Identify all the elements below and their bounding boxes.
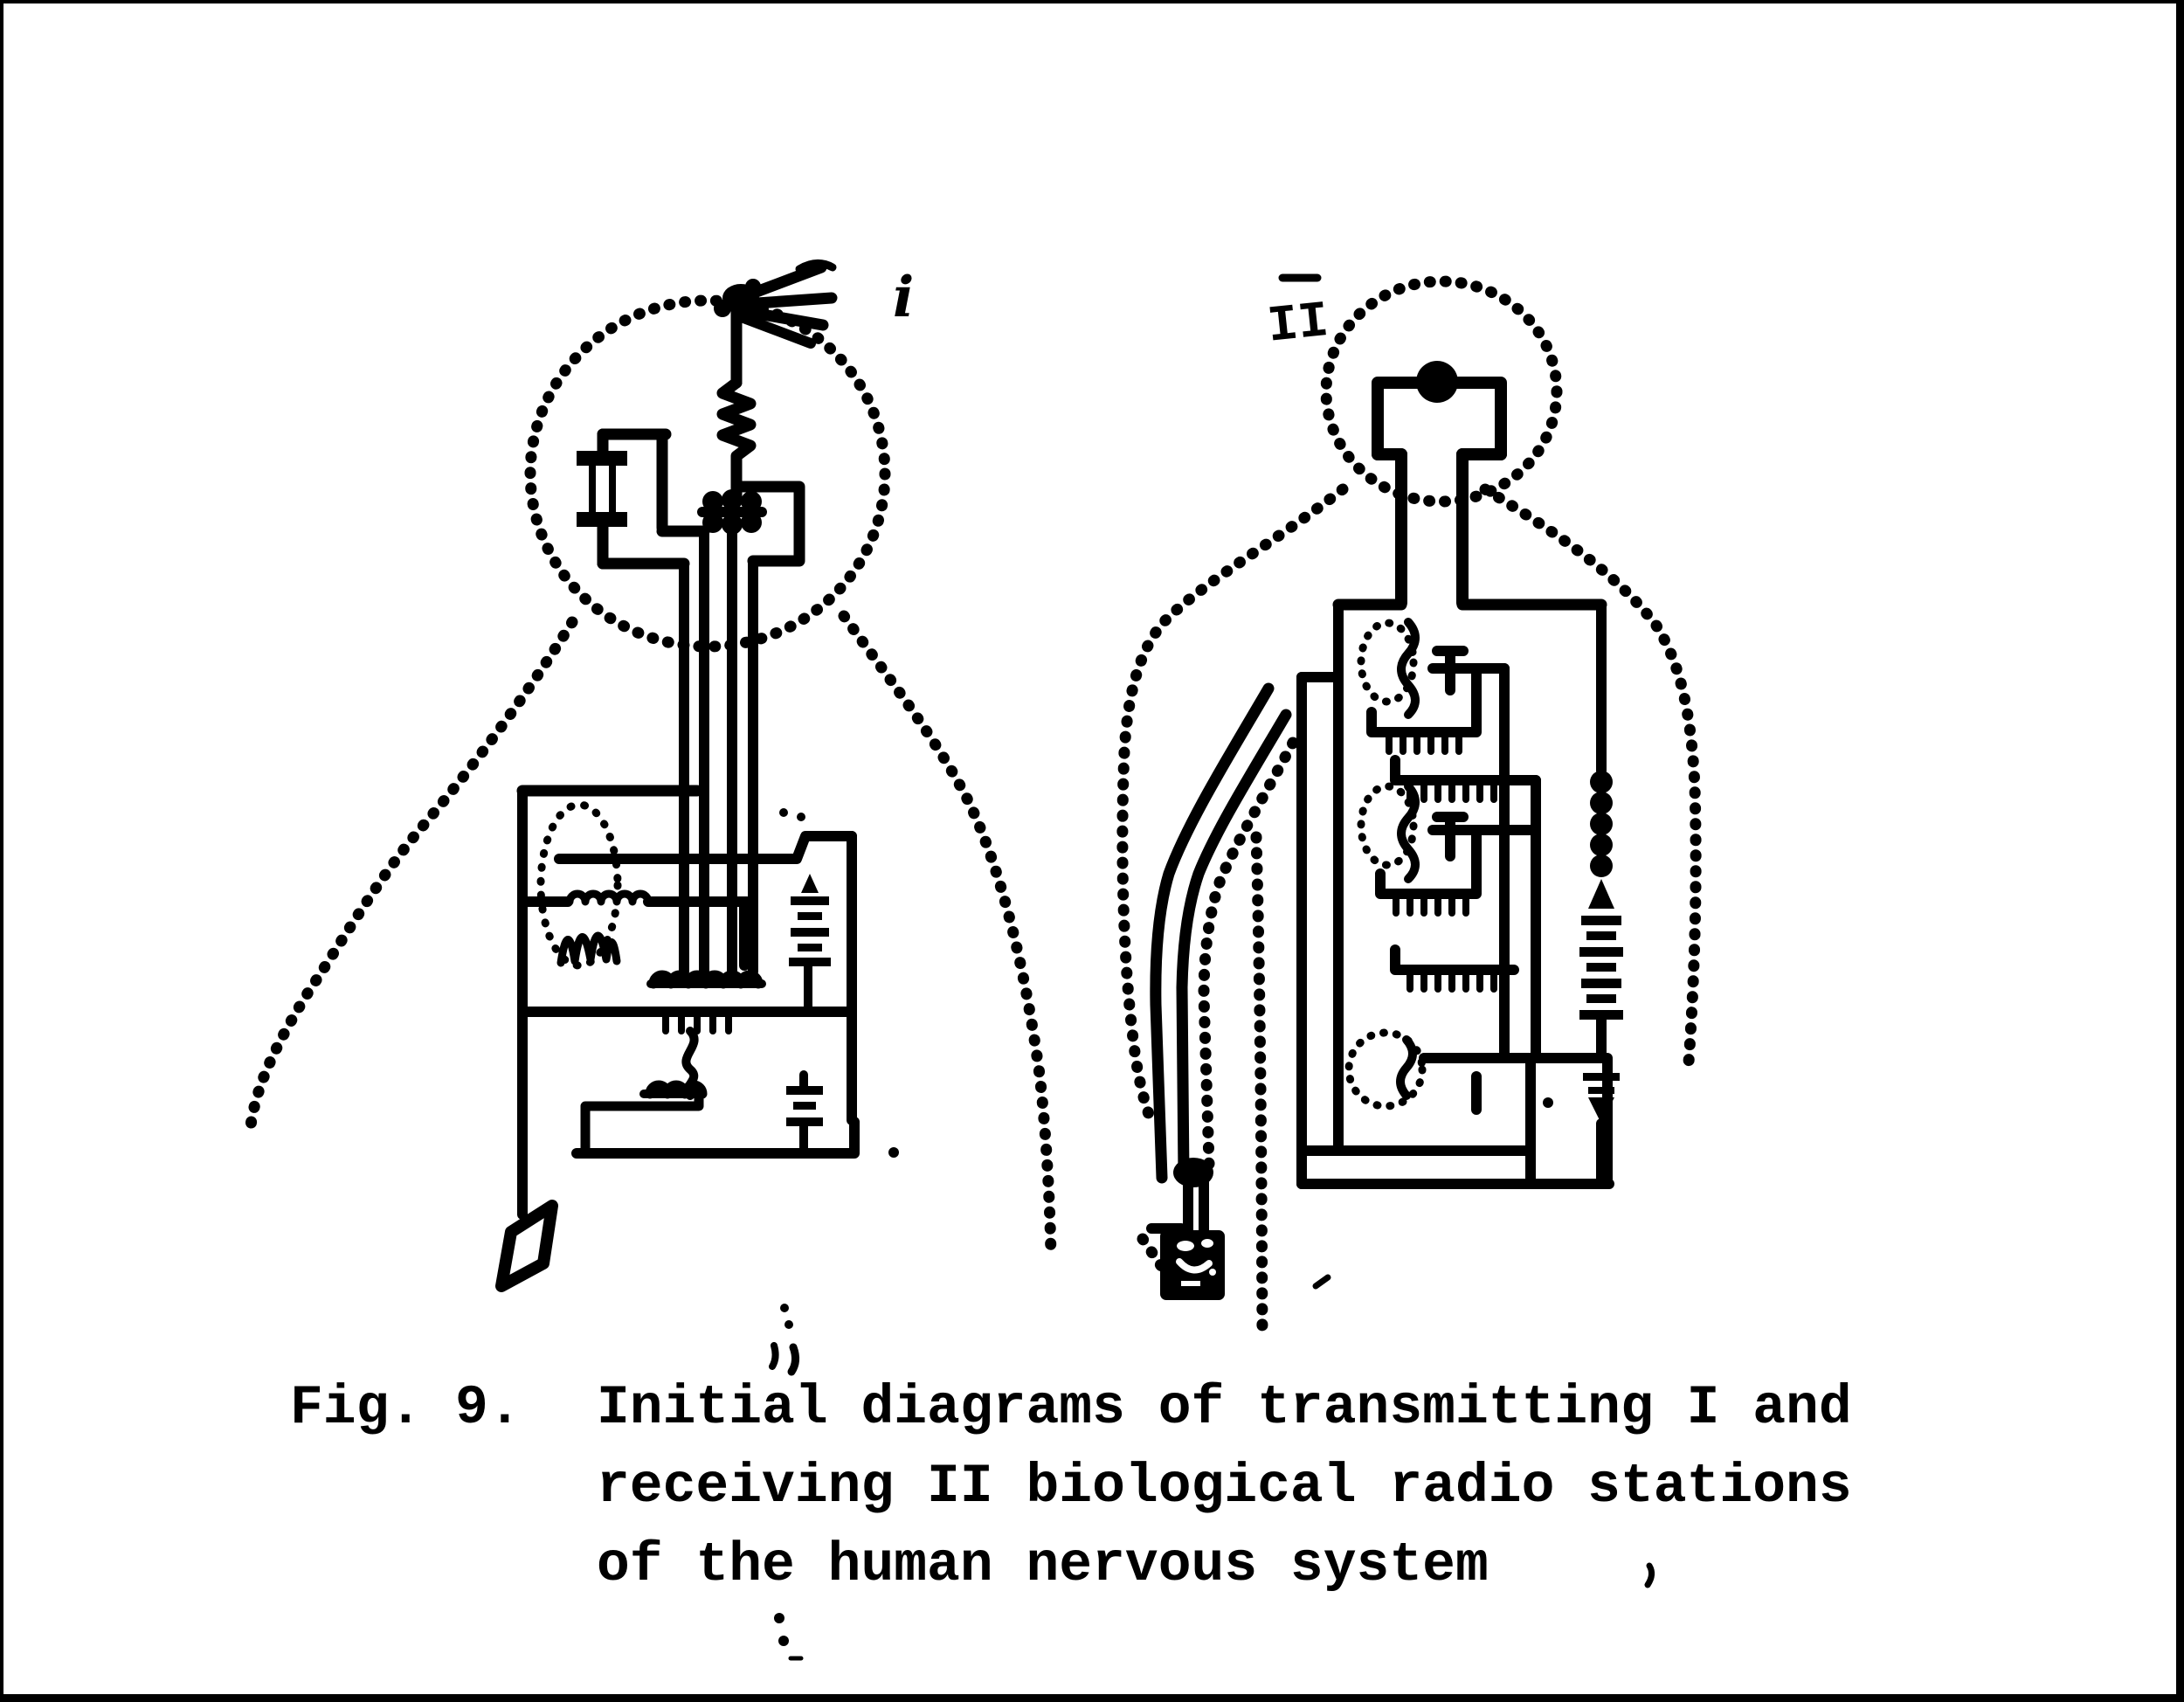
- ladder-stage-2: [1357, 782, 1541, 993]
- print-specks-left: [779, 808, 899, 1158]
- label-receiver-ii: II: [1265, 273, 1331, 356]
- receiver-torso-circuit: [1296, 599, 1623, 1189]
- head-right-box: [730, 481, 805, 977]
- caption-line-2: receiving II biological radio stations: [597, 1456, 1852, 1518]
- receiver-antenna-column: [1579, 599, 1623, 1189]
- grid-coil: [565, 889, 653, 906]
- vacuum-tube: [536, 800, 622, 970]
- bottom-right-box: [1525, 1053, 1613, 1189]
- ladder-stage-1: [1357, 618, 1541, 803]
- tube-filament: [556, 931, 621, 967]
- battery: [786, 1086, 823, 1126]
- ladder-stage-3: [1344, 1028, 1607, 1115]
- bottom-wire: [571, 1117, 860, 1159]
- caption-line-3: of the human nervous system: [597, 1534, 1489, 1596]
- caption-stray-marks: [769, 1304, 1655, 1661]
- vertical-coil: [716, 377, 757, 506]
- receiver-head-block: [1332, 361, 1607, 611]
- transmitter-figure-i: [244, 259, 1057, 1292]
- capacitor: [577, 451, 627, 527]
- receiver-arm: [1146, 682, 1292, 1300]
- print-specks-right: [1312, 1274, 1331, 1290]
- transmitter-torso-circuit: [516, 785, 860, 1220]
- transmitter-body-outline: [244, 294, 1057, 1263]
- receiver-figure-ii: [1116, 275, 1702, 1345]
- resistor-teeth: [662, 1010, 732, 1034]
- svg-text:II: II: [1265, 294, 1331, 356]
- label-transmitter-i: i: [893, 265, 914, 330]
- electrode-plate: [495, 1200, 558, 1292]
- head-center-wires: [697, 301, 767, 977]
- bottom-coil-row: [648, 970, 764, 989]
- capacitor-stack: [789, 874, 831, 966]
- lower-coil: [645, 1080, 708, 1099]
- receiver-body-outline: [1116, 275, 1702, 1345]
- figure-number: Fig. 9.: [290, 1377, 522, 1439]
- plate-wire: [554, 831, 857, 864]
- hand-device: [1160, 1230, 1225, 1300]
- head-left-loop: [577, 428, 710, 977]
- caption-line-1: Initial diagrams of transmitting I and: [597, 1377, 1852, 1439]
